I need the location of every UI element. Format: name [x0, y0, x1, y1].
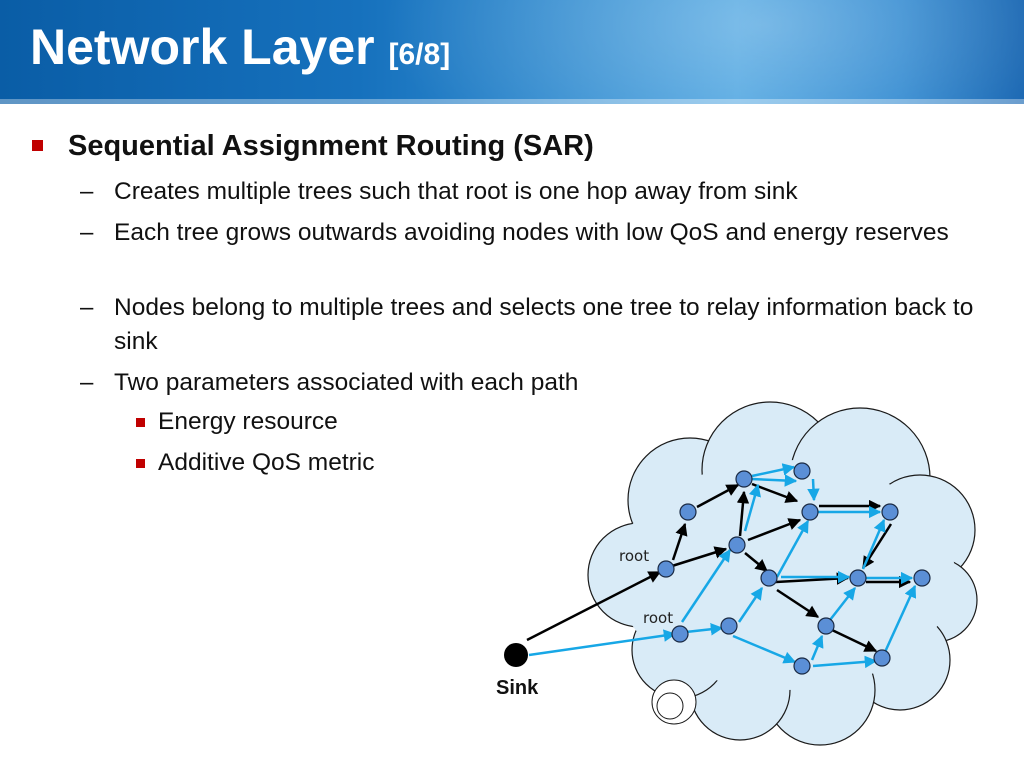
sensor-node — [881, 503, 899, 521]
point-1: Creates multiple trees such that root is… — [114, 178, 798, 205]
bullet-heading: Sequential Assignment Routing (SAR) — [68, 130, 594, 162]
root-label-upper: root — [619, 547, 649, 565]
dash-icon: – — [80, 178, 94, 205]
sensor-nodes — [657, 462, 931, 675]
sensor-node — [760, 569, 778, 587]
sensor-node — [793, 462, 811, 480]
small-cloud-circles — [651, 679, 697, 725]
subpoint-1: Energy resource — [158, 408, 338, 435]
sensor-node — [849, 569, 867, 587]
sensor-node — [657, 560, 675, 578]
slide-title: Network Layer [6/8] — [30, 22, 450, 72]
sensor-node — [679, 503, 697, 521]
sensor-node — [720, 617, 738, 635]
title-bar: Network Layer [6/8] — [0, 0, 1024, 104]
dash-icon: – — [80, 294, 94, 321]
sink-label: Sink — [496, 677, 539, 699]
root-label-lower: root — [643, 609, 673, 627]
point-3: Nodes belong to multiple trees and selec… — [114, 294, 974, 355]
sensor-node — [671, 625, 689, 643]
dash-icon: – — [80, 369, 94, 396]
point-4: Two parameters associated with each path — [114, 369, 579, 396]
sensor-node — [873, 649, 891, 667]
sink-node — [504, 643, 528, 667]
sensor-node — [801, 503, 819, 521]
sub-bullet-square-icon — [136, 459, 145, 468]
sensor-node — [728, 536, 746, 554]
sensor-node — [793, 657, 811, 675]
point-2: Each tree grows outwards avoiding nodes … — [114, 219, 949, 246]
sensor-node — [913, 569, 931, 587]
slide-number: [6/8] — [388, 38, 451, 71]
sensor-node — [735, 470, 753, 488]
bullet-square-icon — [32, 140, 43, 151]
blue-edges — [528, 463, 917, 669]
sensor-node — [817, 617, 835, 635]
dash-icon: – — [80, 219, 94, 246]
subpoint-2: Additive QoS metric — [158, 449, 375, 476]
slide-title-main: Network Layer — [30, 19, 375, 75]
sub-bullet-square-icon — [136, 418, 145, 427]
